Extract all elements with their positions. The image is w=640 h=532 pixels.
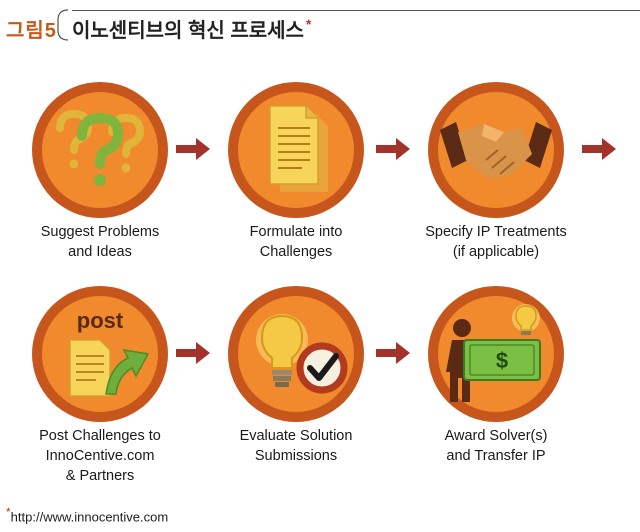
- figure-header: 그림5 이노센티브의 혁신 프로세스*: [0, 0, 640, 50]
- caption-line: Post Challenges to: [39, 428, 161, 444]
- step-1-circle: [30, 80, 170, 220]
- flow-arrow-icon: [176, 138, 210, 160]
- dollar-sign: $: [496, 348, 508, 373]
- step-6-caption: Award Solver(s) and Transfer IP: [396, 426, 596, 466]
- post-document-icon: post: [32, 286, 168, 422]
- caption-line: Suggest Problems: [40, 224, 160, 240]
- step-3-caption: Specify IP Treatments (if applicable): [396, 222, 596, 262]
- flow-arrow-icon: [582, 138, 616, 160]
- caption-line: Evaluate Solution: [239, 428, 353, 444]
- step-3-circle: [426, 80, 566, 220]
- caption-line: Submissions: [254, 448, 338, 464]
- step-4-circle: post: [30, 284, 170, 424]
- document-icon: [228, 82, 364, 218]
- step-1-caption: Suggest Problems and Ideas: [0, 222, 200, 262]
- handshake-icon: [428, 82, 564, 218]
- figure-label: 그림5: [6, 20, 57, 42]
- caption-line: and Transfer IP: [446, 448, 546, 464]
- step-4-caption: Post Challenges to InnoCentive.com & Par…: [0, 426, 200, 486]
- step-6-circle: $: [426, 284, 566, 424]
- bracket-divider: [57, 9, 69, 41]
- caption-line: Specify IP Treatments: [425, 224, 567, 240]
- caption-line: Formulate into: [249, 224, 343, 240]
- award-money-icon: $: [428, 286, 564, 422]
- footnote-link[interactable]: http://www.innocentive.com: [10, 509, 169, 525]
- caption-line: InnoCentive.com: [45, 448, 155, 464]
- figure-title: 이노센티브의 혁신 프로세스*: [72, 14, 311, 43]
- post-label: post: [77, 308, 124, 333]
- question-marks-icon: [32, 82, 168, 218]
- flow-arrow-icon: [176, 342, 210, 364]
- title-footnote-mark: *: [305, 16, 312, 33]
- caption-line: and Ideas: [68, 244, 132, 260]
- header-rule: [72, 10, 640, 11]
- step-5-caption: Evaluate Solution Submissions: [196, 426, 396, 466]
- caption-line: Challenges: [259, 244, 333, 260]
- source-footnote: *http://www.innocentive.com: [6, 505, 168, 524]
- caption-line: & Partners: [65, 468, 135, 484]
- lightbulb-check-icon: [228, 286, 364, 422]
- figure-title-text: 이노센티브의 혁신 프로세스: [72, 20, 304, 42]
- flow-arrow-icon: [376, 342, 410, 364]
- caption-line: Award Solver(s): [444, 428, 548, 444]
- step-2-circle: [226, 80, 366, 220]
- step-5-circle: [226, 284, 366, 424]
- flow-arrow-icon: [376, 138, 410, 160]
- step-2-caption: Formulate into Challenges: [196, 222, 396, 262]
- caption-line: (if applicable): [452, 244, 540, 260]
- footnote-mark: *: [6, 505, 11, 519]
